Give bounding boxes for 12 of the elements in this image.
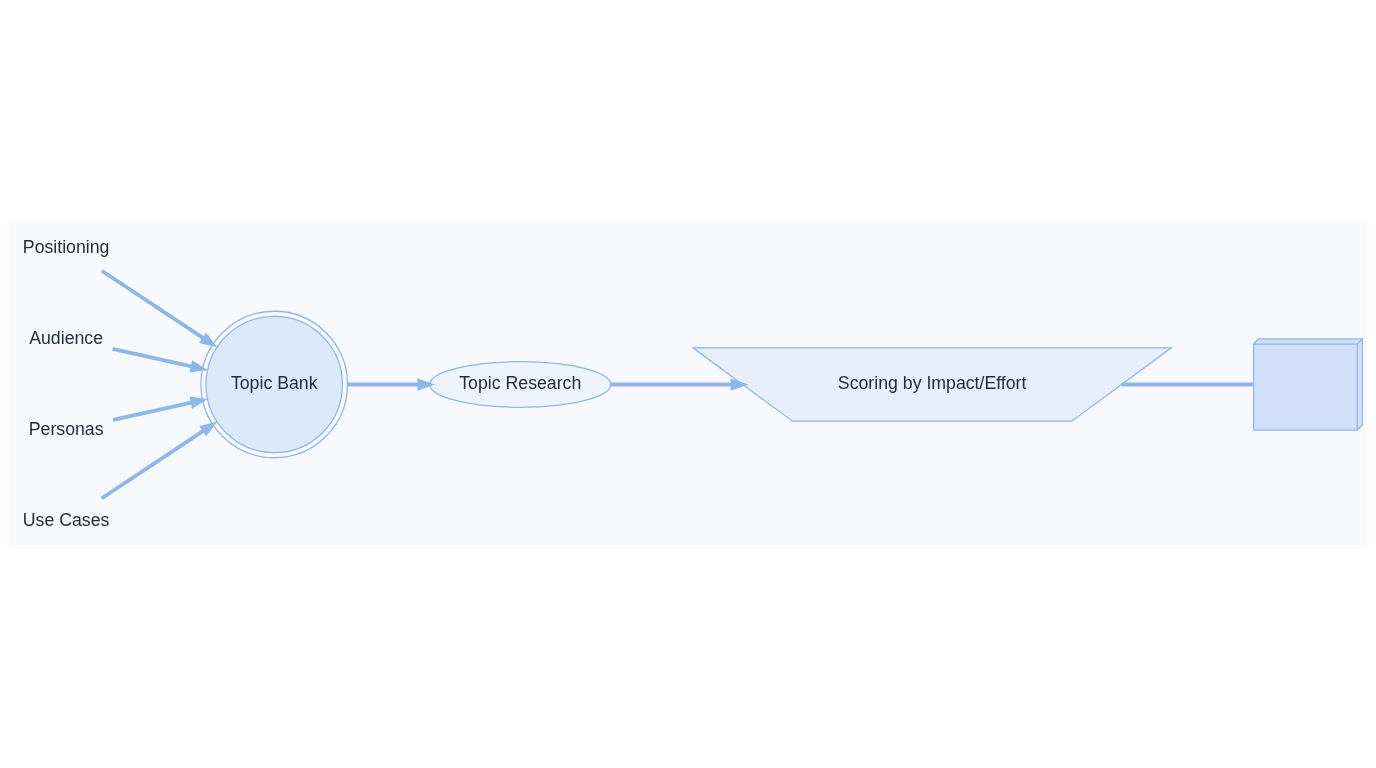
arrow xyxy=(112,346,209,372)
node-text: Audience xyxy=(29,327,104,348)
node-text: Use Cases xyxy=(22,509,110,530)
arrow xyxy=(100,420,218,500)
arrow xyxy=(347,377,436,391)
arrow xyxy=(100,268,218,348)
arrow xyxy=(610,377,749,391)
arrow xyxy=(112,396,209,422)
node-text: Positioning xyxy=(22,236,110,257)
node-ellipse: Topic Research xyxy=(429,360,612,408)
connector xyxy=(1121,382,1254,386)
node-text: Personas xyxy=(28,418,104,439)
